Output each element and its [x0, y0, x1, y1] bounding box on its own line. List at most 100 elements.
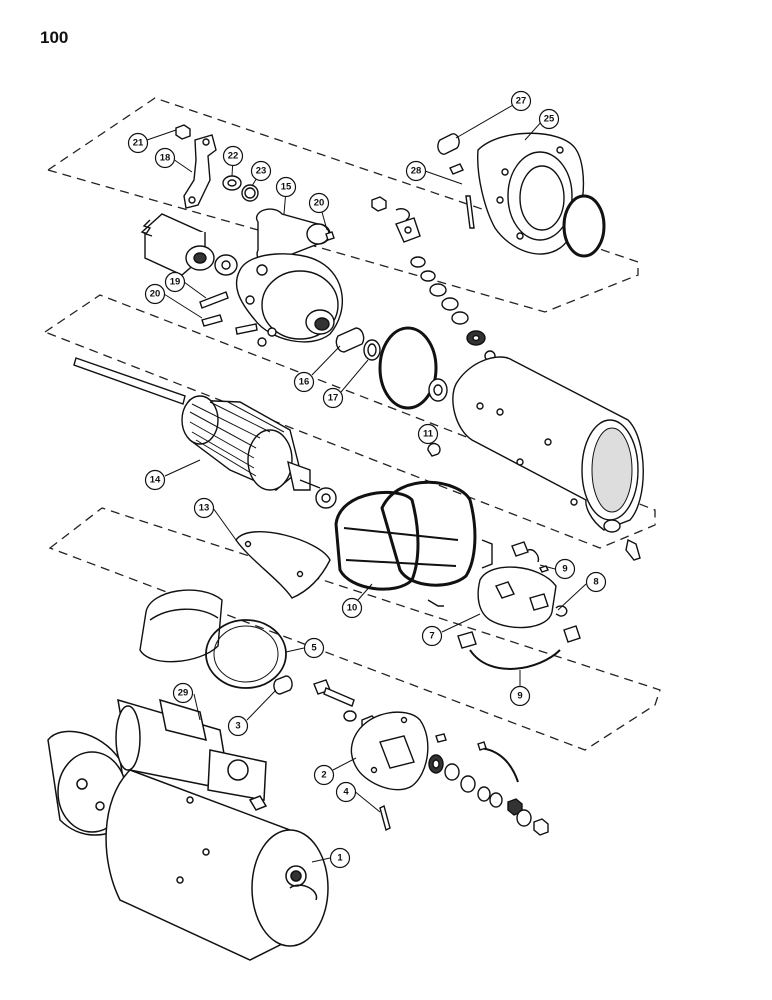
- nut-21: [175, 124, 191, 140]
- callout-17: 17: [322, 387, 344, 409]
- field-coils-10: [334, 480, 493, 607]
- callout-1: 1: [329, 847, 351, 869]
- svg-text:17: 17: [328, 393, 339, 404]
- end-frame-25: [477, 132, 585, 255]
- svg-text:28: 28: [411, 166, 422, 177]
- o-ring-middle: [378, 326, 438, 410]
- callout-11: 11: [417, 423, 439, 445]
- pin-19: [199, 291, 229, 309]
- callout-28: 28: [405, 160, 427, 182]
- svg-text:14: 14: [150, 475, 161, 486]
- middle-group-parts: [73, 326, 644, 561]
- nut-upper: [371, 196, 387, 212]
- cover-plate-2: [350, 711, 429, 791]
- dashed-outline-middle: [43, 294, 656, 549]
- svg-text:23: 23: [256, 166, 267, 177]
- callout-20-top: 20: [308, 192, 330, 214]
- gasket-5: [205, 619, 287, 689]
- screw-28: [449, 163, 464, 175]
- screw-small: [435, 733, 447, 743]
- callout-5: 5: [303, 637, 325, 659]
- callout-7: 7: [421, 625, 443, 647]
- armature-14: [181, 395, 321, 491]
- callout-3: 3: [227, 715, 249, 737]
- bushing-3: [273, 675, 293, 695]
- callout-20-lower: 20: [144, 283, 166, 305]
- callout-19: 19: [164, 271, 186, 293]
- svg-text:20: 20: [314, 198, 325, 209]
- callout-8: 8: [585, 571, 607, 593]
- svg-text:3: 3: [235, 721, 240, 732]
- svg-text:11: 11: [423, 429, 434, 440]
- svg-text:7: 7: [429, 631, 434, 642]
- svg-text:15: 15: [281, 182, 292, 193]
- callout-14: 14: [144, 469, 166, 491]
- svg-text:21: 21: [133, 138, 144, 149]
- svg-text:16: 16: [299, 377, 310, 388]
- washer-frame-right: [603, 519, 621, 533]
- lead-wire: [479, 747, 519, 783]
- svg-text:2: 2: [321, 770, 326, 781]
- callout-4: 4: [335, 781, 357, 803]
- callout-25: 25: [538, 108, 560, 130]
- washer-stack: [410, 256, 496, 362]
- insulator-13: [235, 531, 331, 599]
- drive-pinion-assembly: [140, 213, 215, 276]
- armature-shaft: [73, 357, 186, 405]
- callout-27: 27: [510, 90, 532, 112]
- brush-9-upper: [511, 541, 529, 557]
- starter-assembly-29: [47, 698, 329, 961]
- svg-text:9: 9: [517, 691, 522, 702]
- dashed-outline-top: [46, 97, 639, 313]
- callout-16: 16: [293, 371, 315, 393]
- callout-2: 2: [313, 764, 335, 786]
- page-number: 100: [40, 28, 69, 47]
- svg-text:22: 22: [228, 151, 239, 162]
- svg-text:27: 27: [516, 96, 527, 107]
- callout-21: 21: [127, 132, 149, 154]
- callout-13: 13: [193, 497, 215, 519]
- callout-18: 18: [154, 147, 176, 169]
- svg-text:25: 25: [544, 114, 555, 125]
- callout-10: 10: [341, 597, 363, 619]
- leader-lines: [146, 104, 587, 863]
- drive-housing: [235, 253, 344, 343]
- callout-9-upper: 9: [554, 558, 576, 580]
- pin-4: [379, 804, 391, 832]
- callout-9-lower: 9: [509, 685, 531, 707]
- svg-text:19: 19: [170, 277, 181, 288]
- screw-11: [427, 442, 441, 457]
- o-ring-top: [562, 194, 606, 258]
- svg-text:10: 10: [347, 603, 358, 614]
- svg-text:9: 9: [562, 564, 567, 575]
- callout-23: 23: [250, 160, 272, 182]
- svg-text:8: 8: [593, 577, 598, 588]
- svg-text:1: 1: [337, 853, 343, 864]
- field-frame: [452, 356, 644, 531]
- callout-15: 15: [275, 176, 297, 198]
- bottom-group-parts: [139, 480, 581, 836]
- callout-29: 29: [172, 682, 194, 704]
- clip-upper: [395, 208, 411, 221]
- svg-text:13: 13: [199, 503, 210, 514]
- bushing-16: [335, 327, 365, 353]
- dashed-outline-bottom: [48, 507, 661, 751]
- callout-22: 22: [222, 145, 244, 167]
- pin-20-top: [325, 231, 335, 241]
- svg-text:4: 4: [343, 787, 349, 798]
- screw-20-left: [201, 314, 223, 327]
- callouts: 1 2 3 4 5 7 8 9 9 10 11 13 14 15 16 17 1…: [127, 90, 607, 869]
- bushing-27: [437, 133, 460, 155]
- screw-20-right: [235, 323, 258, 335]
- spring-8: [555, 605, 568, 617]
- svg-text:5: 5: [311, 643, 317, 654]
- svg-text:20: 20: [150, 289, 161, 300]
- shield-band: [139, 589, 223, 663]
- brush-holder-7: [477, 566, 557, 629]
- brush-9-lower: [457, 631, 477, 649]
- dashed-group-outlines: [43, 97, 661, 751]
- top-group-parts: [140, 124, 606, 362]
- svg-text:18: 18: [160, 153, 171, 164]
- washer-stack-bottom: [428, 754, 549, 836]
